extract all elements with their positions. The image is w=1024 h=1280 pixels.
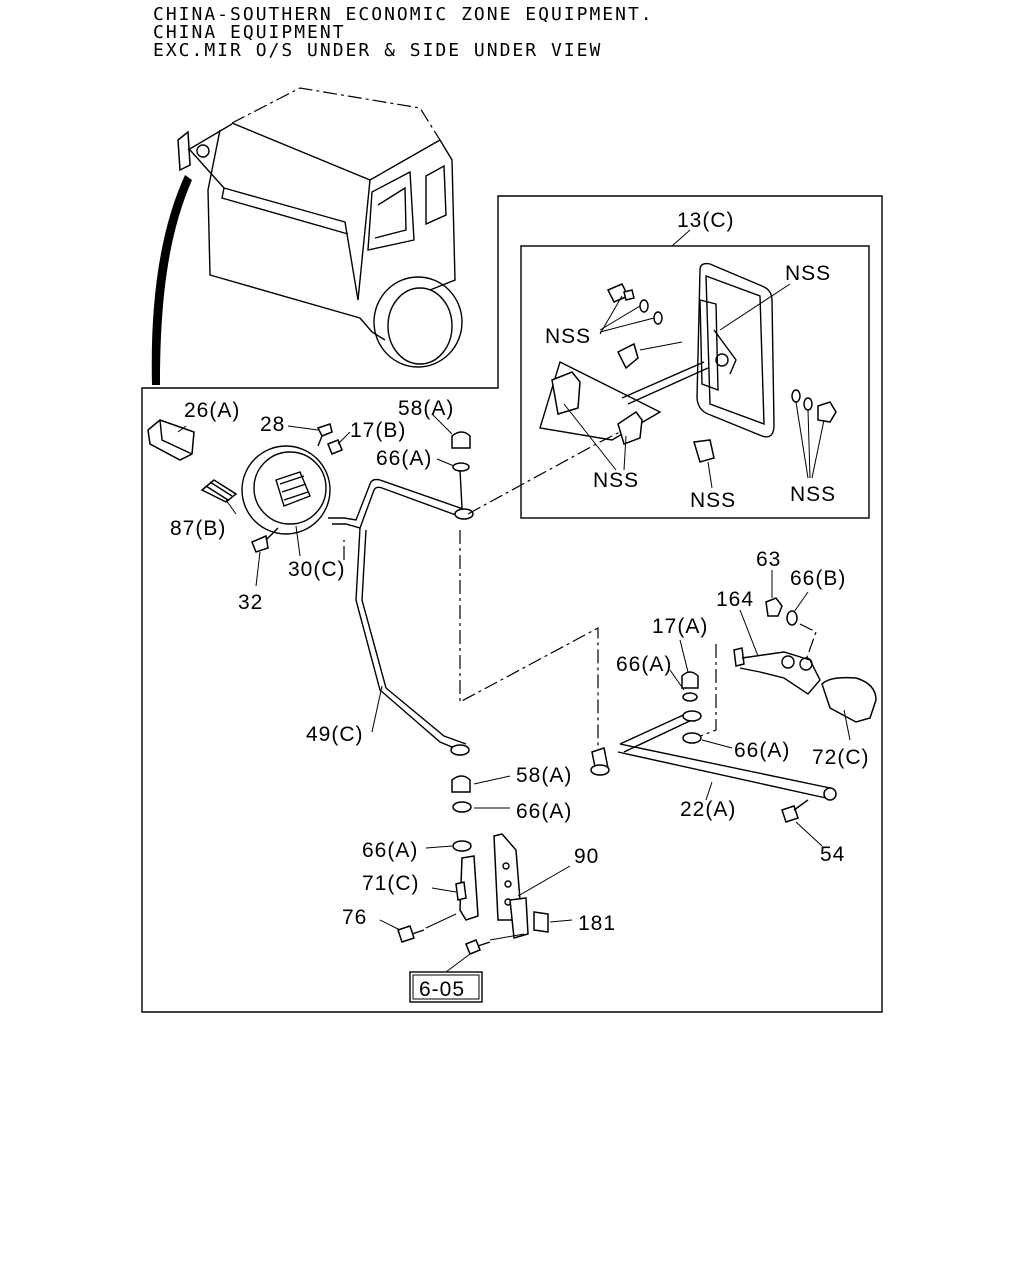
label-nss-1: NSS: [785, 262, 831, 285]
label-66a-right: 66(A): [734, 739, 790, 762]
label-76: 76: [342, 906, 367, 929]
label-72c: 72(C): [812, 746, 870, 769]
label-nss-3: NSS: [593, 469, 639, 492]
stay-rods: [328, 413, 621, 756]
main-frame: [141, 195, 883, 1013]
label-181: 181: [578, 912, 616, 935]
stay-22a: [590, 710, 837, 847]
label-66a-upper: 66(A): [376, 447, 432, 470]
label-66a-mid: 66(A): [616, 653, 672, 676]
reference-6-05[interactable]: 6-05: [409, 971, 483, 1003]
lamp-assembly: [147, 419, 351, 587]
label-66b: 66(B): [790, 567, 846, 590]
label-164: 164: [716, 588, 754, 611]
label-66a-lower: 66(A): [516, 800, 572, 823]
label-13c: 13(C): [677, 209, 735, 232]
label-22a: 22(A): [680, 798, 736, 821]
label-30c: 30(C): [288, 558, 346, 581]
label-nss-4: NSS: [690, 489, 736, 512]
label-66a-bottom: 66(A): [362, 839, 418, 862]
label-54: 54: [820, 843, 845, 866]
reference-label[interactable]: 6-05: [419, 978, 465, 1001]
label-17b: 17(B): [350, 419, 406, 442]
label-90: 90: [574, 845, 599, 868]
header-line-2: CHINA EQUIPMENT: [153, 22, 346, 43]
header-line-3: EXC.MIR O/S UNDER & SIDE UNDER VIEW: [153, 40, 602, 61]
bracket-assembly: [379, 833, 573, 973]
mirror-assembly-inset: [539, 262, 837, 489]
header-line-1: CHINA-SOUTHERN ECONOMIC ZONE EQUIPMENT.: [153, 4, 654, 25]
label-32: 32: [238, 591, 263, 614]
label-87b: 87(B): [170, 517, 226, 540]
label-nss-2: NSS: [545, 325, 591, 348]
label-28: 28: [260, 413, 285, 436]
inset-13c-box: [520, 245, 870, 519]
truck-cab-sketch: [151, 87, 463, 385]
label-26a: 26(A): [184, 399, 240, 422]
label-71c: 71(C): [362, 872, 420, 895]
label-49c: 49(C): [306, 723, 364, 746]
label-58a-upper: 58(A): [398, 397, 454, 420]
lower-fasteners: [451, 775, 511, 813]
label-17a: 17(A): [652, 615, 708, 638]
label-58a-lower: 58(A): [516, 764, 572, 787]
side-arm-assembly: [669, 570, 877, 741]
label-nss-5: NSS: [790, 483, 836, 506]
label-63: 63: [756, 548, 781, 571]
